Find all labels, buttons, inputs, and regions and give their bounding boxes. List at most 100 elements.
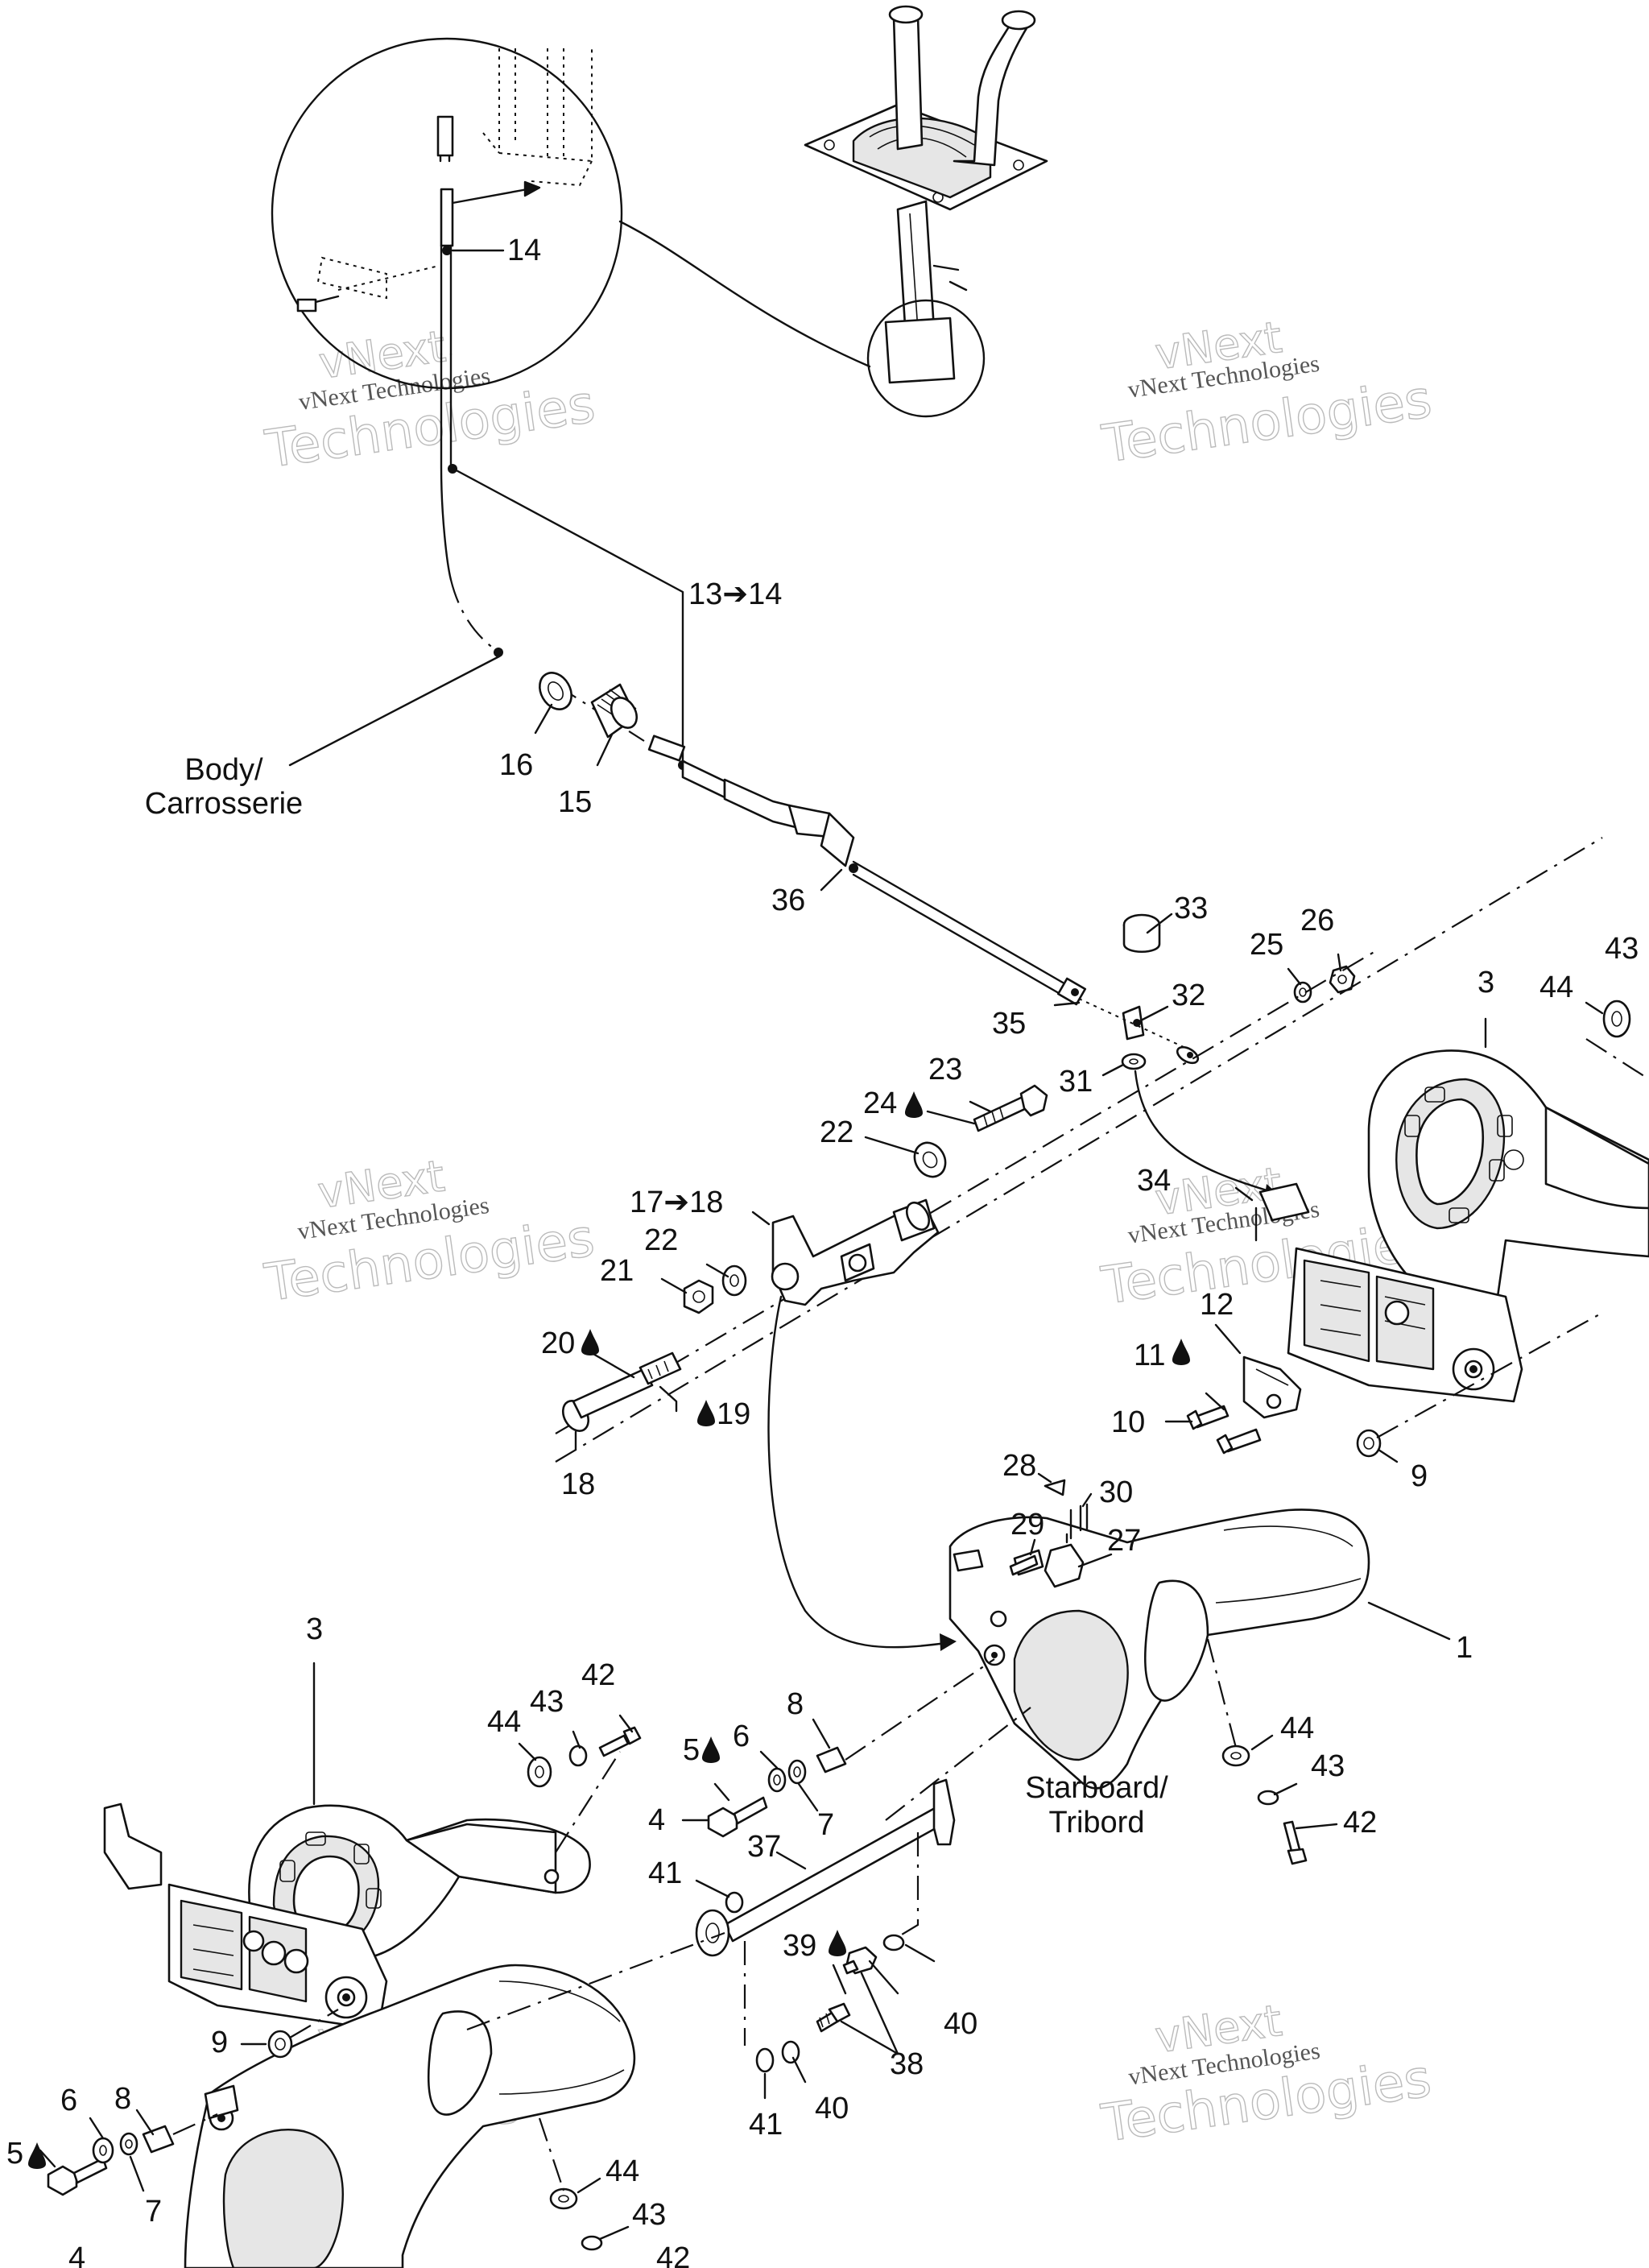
shifter-assembly: [804, 5, 1048, 418]
drop-icon: [905, 1091, 923, 1118]
part-44-bumper-lower-left: [527, 1756, 552, 1788]
callout-12: 12: [1200, 1288, 1234, 1322]
part-4-bolt-center: [707, 1796, 768, 1838]
callout-4-lower: 4: [68, 2241, 85, 2268]
callout-11: 11: [1134, 1339, 1165, 1372]
part-22-bushing: [913, 1141, 947, 1178]
watermark-top-right: vNext Technologies vNext Technologies: [1097, 311, 1436, 475]
part-17-18-lever-arm: [771, 1198, 940, 1306]
callout-32: 32: [1172, 979, 1205, 1012]
drop-icon: [28, 2142, 46, 2169]
part-40-washer-upper: [882, 1934, 905, 1951]
callout-1: 1: [1456, 1631, 1473, 1665]
callout-43-lower-left: 43: [530, 1685, 564, 1719]
connector-31-34: [1134, 1070, 1274, 1194]
callout-5-lower: 5: [6, 2137, 23, 2171]
part-22-spacer: [721, 1264, 747, 1297]
callout-36: 36: [771, 884, 805, 917]
drop-icon: [581, 1329, 599, 1355]
part-38-bolt-lower: [816, 2002, 851, 2033]
drop-icon: [829, 1930, 846, 1956]
part-28-clip: [1044, 1479, 1066, 1496]
callout-22-lower: 22: [644, 1223, 678, 1257]
callout-7-center: 7: [817, 1808, 834, 1842]
callout-numbers: 14 13➔14 16 15 36 33 32 35 31 25 26 23 2…: [6, 234, 1639, 2268]
part-43-washer-lower-left: [568, 1744, 588, 1767]
part-42-bolt-lower-left: [598, 1726, 642, 1757]
callout-23: 23: [928, 1053, 962, 1086]
part-29-screw: [1009, 1554, 1039, 1576]
callout-19: 19: [717, 1397, 750, 1431]
callout-14: 14: [507, 234, 541, 267]
callout-42-lower-left: 42: [581, 1658, 615, 1692]
callout-44-upper-right: 44: [1539, 971, 1573, 1004]
part-6-washer-center: [767, 1767, 787, 1793]
callout-31: 31: [1059, 1065, 1093, 1099]
part-37-tube: [695, 1778, 956, 1957]
drop-icon: [697, 1400, 715, 1426]
caption-starboard-line2: Tribord: [1049, 1806, 1145, 1840]
callout-43-center-right: 43: [1311, 1749, 1345, 1783]
axis-line-upper: [555, 950, 1378, 1434]
part-8-spacer-lower: [142, 2125, 175, 2154]
callout-44-bottom: 44: [605, 2154, 639, 2188]
callout-43-upper-right: 43: [1605, 932, 1639, 966]
part-41-bushing-lower: [755, 2047, 775, 2073]
watermark-middle-left: vNext Technologies vNext Technologies: [261, 1150, 599, 1314]
part-40-washer-lower: [781, 2040, 800, 2064]
callout-41-lower: 41: [749, 2108, 783, 2142]
part-3-mount-upper-right: [1254, 1049, 1649, 1403]
callout-9-lower: 9: [211, 2026, 228, 2059]
drop-icon: [1172, 1339, 1190, 1365]
part-21-nut: [683, 1279, 714, 1314]
part-3-mount-lower-left: [103, 1802, 591, 2031]
caption-starboard-line1: Starboard/: [1025, 1771, 1168, 1805]
callout-44-center-right: 44: [1280, 1711, 1314, 1745]
part-32-pivot: [1078, 998, 1200, 1065]
caption-body-line1: Body/: [184, 753, 263, 787]
callout-3-upper-right: 3: [1477, 966, 1494, 999]
callout-26: 26: [1300, 904, 1334, 937]
watermark-top-left: vNext Technologies vNext Technologies: [261, 321, 599, 481]
callout-40-lower: 40: [815, 2092, 849, 2125]
part-8-spacer-center: [816, 1746, 847, 1773]
callout-37: 37: [747, 1830, 781, 1864]
part-port-bracket-lower: [184, 1964, 636, 2268]
shift-cable: [440, 353, 1087, 1006]
callout-34: 34: [1137, 1164, 1171, 1198]
callout-40-upper: 40: [944, 2007, 977, 2041]
part-26-nut: [1329, 965, 1356, 994]
part-18-pin: [561, 1351, 682, 1432]
callout-24: 24: [863, 1086, 897, 1120]
part-10-screws: [1186, 1405, 1262, 1455]
callout-43-bottom: 43: [632, 2198, 666, 2232]
detail-circle: [271, 37, 871, 390]
callout-9-upper: 9: [1411, 1459, 1428, 1493]
callout-15: 15: [558, 785, 592, 819]
callout-22-upper: 22: [820, 1115, 853, 1149]
callout-16: 16: [499, 748, 533, 782]
callout-3-lower-left: 3: [306, 1612, 323, 1646]
part-12-plate: [1242, 1355, 1302, 1419]
callout-20: 20: [541, 1326, 575, 1360]
callout-7-lower: 7: [145, 2195, 162, 2229]
callout-38: 38: [890, 2047, 924, 2081]
callout-10: 10: [1111, 1405, 1145, 1439]
callout-39: 39: [783, 1929, 816, 1963]
callout-21: 21: [600, 1254, 634, 1288]
part-9-bushing-lower: [267, 2030, 293, 2059]
callout-35: 35: [992, 1007, 1026, 1041]
part-15-nut: [590, 683, 639, 739]
part-23-bolt: [973, 1084, 1048, 1132]
drop-icon: [702, 1736, 720, 1763]
part-44-bumper-bottom: [549, 2187, 578, 2210]
callout-30: 30: [1099, 1475, 1133, 1509]
part-4-bolt-lower: [47, 2157, 108, 2196]
callout-29: 29: [1010, 1508, 1044, 1542]
callout-42-bottom: 42: [656, 2241, 690, 2268]
part-43-washer-center-right: [1257, 1790, 1279, 1806]
part-38-bolt-upper: [842, 1946, 878, 1975]
part-1-starboard-bracket: [948, 1509, 1370, 1790]
part-44-bumper-upper-right: [1602, 999, 1631, 1038]
